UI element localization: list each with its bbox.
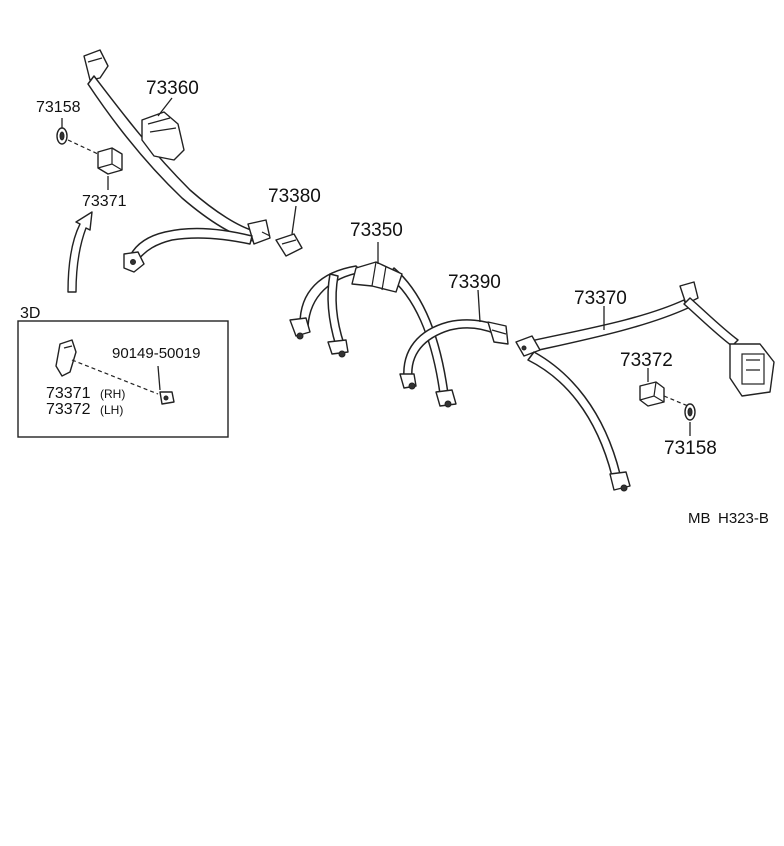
rear-belt-assembly-center (289, 242, 457, 408)
callout-73390: 73390 (448, 272, 501, 293)
callout-73158-right: 73158 (664, 438, 717, 459)
inset-lh-label: (LH) (100, 403, 123, 417)
buckle-73380 (275, 205, 303, 257)
rear-belt-73390 (399, 289, 509, 390)
front-belt-assembly-right (515, 281, 775, 492)
callout-73370: 73370 (574, 288, 627, 309)
cover-73371 (97, 147, 123, 175)
front-belt-assembly-left (83, 49, 271, 273)
callout-73372: 73372 (620, 350, 673, 371)
inset-title: 3D (20, 305, 40, 322)
clip-73158-left (56, 127, 68, 145)
reference-code: H323-B (718, 510, 769, 527)
callout-73350: 73350 (350, 220, 403, 241)
direction-arrow (67, 211, 93, 293)
inset-bolt-number: 90149-50019 (112, 345, 200, 362)
callout-73380: 73380 (268, 186, 321, 207)
cover-73372 (639, 381, 665, 407)
inset-3d-box (17, 320, 229, 438)
inset-part-lh: 73372 (46, 401, 91, 418)
callout-73371: 73371 (82, 193, 127, 210)
clip-73158-right (684, 403, 696, 421)
reference-model: MB (688, 510, 711, 527)
inset-rh-label: (RH) (100, 387, 125, 401)
inset-part-rh: 73371 (46, 385, 91, 402)
callout-73360: 73360 (146, 78, 199, 99)
callout-73158-left: 73158 (36, 99, 81, 116)
